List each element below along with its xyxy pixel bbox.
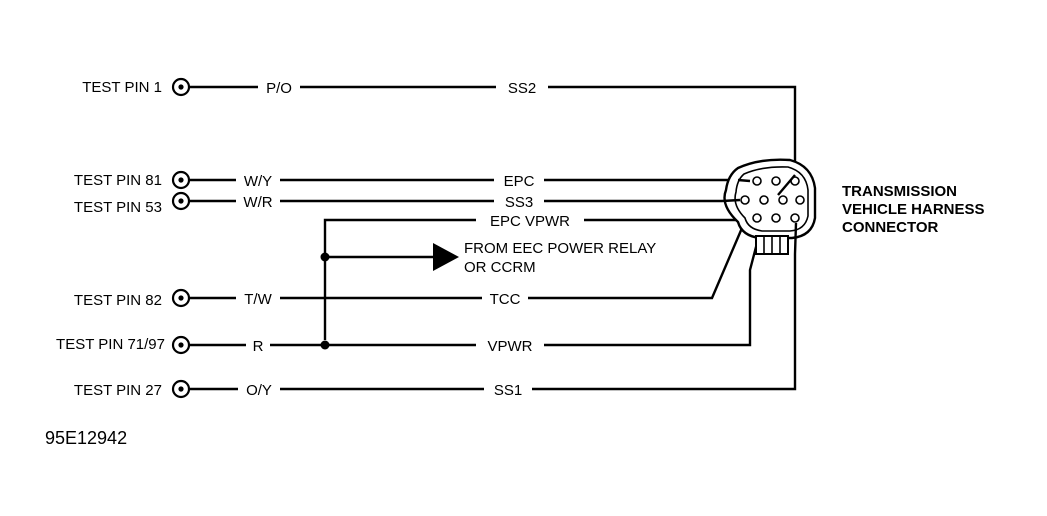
test-pin-terminal: [171, 379, 191, 399]
circuit-label: EPC: [504, 173, 535, 190]
test-pin-terminal: [171, 288, 191, 308]
color-code-labels: P/O W/Y W/R T/W R O/Y: [236, 78, 300, 399]
circuit-label: TCC: [490, 291, 521, 308]
circuit-label-epc-vpwr: EPC VPWR: [490, 213, 570, 230]
circuit-label: VPWR: [488, 338, 533, 355]
test-pin-terminal: [171, 77, 191, 97]
power-arrow-icon: [433, 243, 459, 271]
junction-dot: [320, 340, 330, 350]
pin-label: TEST PIN 53: [74, 199, 162, 216]
test-pin-terminal: [171, 191, 191, 211]
figure-code: 95E12942: [45, 428, 127, 448]
circuit-label: SS1: [494, 382, 522, 399]
wire-color-code: W/Y: [244, 173, 272, 190]
pin-label: TEST PIN 81: [74, 172, 162, 189]
test-pin-terminal: [171, 335, 191, 355]
connector-cavity: [795, 195, 805, 205]
wire-color-code: P/O: [266, 80, 292, 97]
wire-color-code: R: [253, 338, 264, 355]
power-source-line-1: FROM EEC POWER RELAY: [464, 240, 656, 257]
wire-end: [721, 198, 741, 203]
wire-color-code: T/W: [244, 291, 272, 308]
harness-connector: [721, 158, 817, 255]
wire-color-code: O/Y: [246, 382, 272, 399]
connector-cavity: [759, 195, 769, 205]
wire-epc-vpwr: [323, 212, 756, 340]
wire-color-code: W/R: [243, 194, 272, 211]
power-source-line-2: OR CCRM: [464, 259, 536, 276]
pin-label: TEST PIN 82: [74, 292, 162, 309]
circuit-label: SS3: [505, 194, 533, 211]
connector-title-line-2: VEHICLE HARNESS: [842, 201, 985, 218]
test-pin-terminals: [171, 77, 191, 399]
pin-label: TEST PIN 1: [82, 79, 162, 96]
connector-title-line-3: CONNECTOR: [842, 219, 939, 236]
pin-label: TEST PIN 71/97: [56, 336, 165, 353]
connector-cavity: [771, 176, 781, 186]
pin-labels: TEST PIN 1 TEST PIN 81 TEST PIN 53 TEST …: [56, 79, 165, 399]
pin-label: TEST PIN 27: [74, 382, 162, 399]
power-source-label: FROM EEC POWER RELAY OR CCRM: [464, 240, 656, 276]
wire-end: [777, 174, 796, 196]
test-pin-terminal: [171, 170, 191, 190]
connector-cavity: [740, 195, 750, 205]
connector-cavity: [778, 195, 788, 205]
connector-cavity: [790, 213, 800, 223]
wire-ss2: [190, 85, 797, 175]
junction-dot: [320, 252, 330, 262]
connector-cavity: [752, 213, 762, 223]
wire-ss1: [190, 254, 797, 391]
connector-title: TRANSMISSION VEHICLE HARNESS CONNECTOR: [842, 183, 985, 236]
wire-end: [793, 222, 798, 255]
connector-title-line-1: TRANSMISSION: [842, 183, 957, 200]
connector-cavity: [771, 213, 781, 223]
circuit-label: SS2: [508, 80, 536, 97]
connector-cavity: [752, 176, 762, 186]
circuit-labels: SS2 EPC SS3 EPC VPWR TCC VPWR SS1: [476, 78, 584, 399]
wire-end: [737, 178, 751, 183]
